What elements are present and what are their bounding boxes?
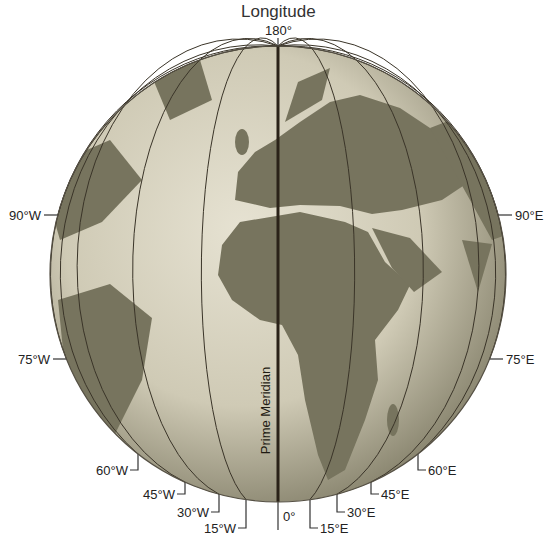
longitude-label: 45°W [143,487,175,502]
longitude-label: 90°W [9,208,41,223]
tick-mark [277,502,278,530]
longitude-label: 180° [265,23,292,38]
longitude-label: 15°W [204,521,236,536]
meridian-line [60,45,278,454]
longitude-label: 15°E [320,521,348,536]
tick-mark [53,358,67,359]
tick-mark [277,38,278,46]
meridian-line [77,39,278,482]
globe-outline [50,46,506,502]
meridian-line [278,46,505,360]
tick-mark [489,358,503,359]
tick-mark [177,482,185,494]
meridian-line [201,38,278,500]
meridian-line [133,38,278,494]
tick-mark [44,214,58,215]
meridian-line [278,46,498,215]
prime-meridian-line [277,46,280,502]
tick-mark [498,214,512,215]
longitude-label: 30°W [177,505,209,520]
longitude-label: 30°E [347,505,375,520]
longitude-label: 75°W [18,352,50,367]
meridian-line [278,38,355,500]
longitude-label: 75°E [506,352,534,367]
title: Longitude [241,2,316,22]
tick-mark [418,454,426,470]
meridian-name: Prime Meridian [258,367,273,454]
longitude-label: 90°E [515,208,543,223]
tick-mark [310,500,318,528]
meridian-line [278,45,496,454]
longitude-label: 45°E [381,487,409,502]
meridian-line [278,38,423,494]
tick-mark [337,494,345,512]
tick-mark [371,482,379,494]
meridian-line [278,39,479,482]
meridian-line [58,46,278,215]
tick-mark [211,494,219,512]
longitude-label: 0° [283,509,295,524]
longitude-label: 60°E [428,463,456,478]
longitude-label: 60°W [96,463,128,478]
tick-mark [130,454,138,470]
meridian-line [51,46,278,360]
tick-mark [238,500,246,528]
